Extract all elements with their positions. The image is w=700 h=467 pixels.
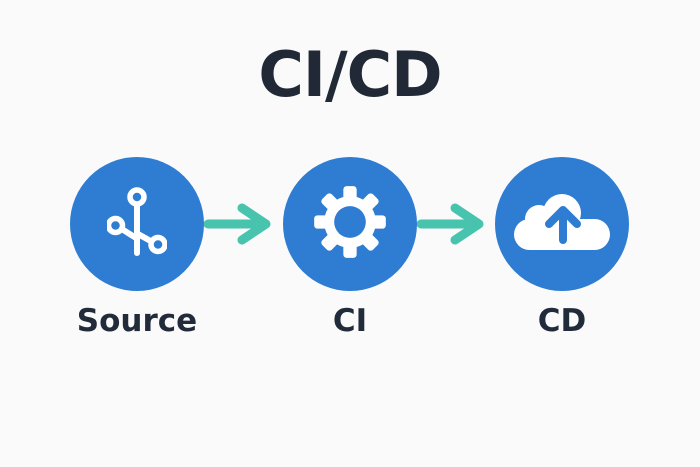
node-cd	[495, 157, 629, 291]
arrow-ci-to-cd-icon	[416, 200, 497, 248]
cloud-upload-icon	[514, 194, 610, 254]
page-title: CI/CD	[258, 38, 442, 111]
git-branch-icon	[105, 187, 168, 261]
node-ci-label: CI	[332, 303, 368, 339]
node-cd-label: CD	[537, 303, 587, 339]
arrow-source-to-ci-icon	[203, 200, 284, 248]
node-source-label: Source	[76, 303, 198, 339]
node-ci	[283, 157, 417, 291]
gear-icon	[310, 182, 390, 266]
node-source	[70, 157, 204, 291]
